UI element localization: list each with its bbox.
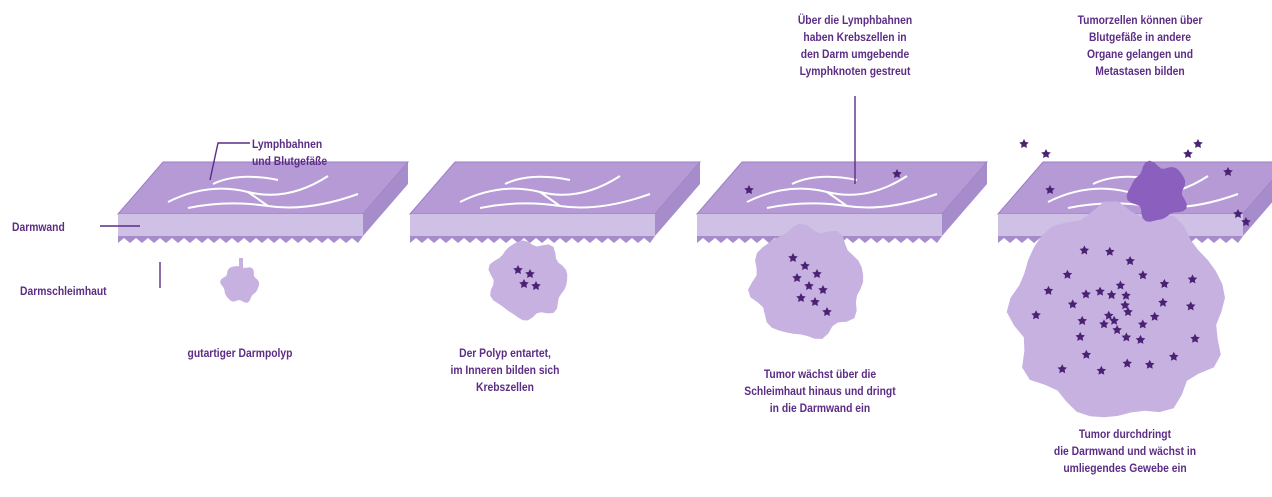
mucosa-layer xyxy=(118,236,363,243)
intestine-segment-4 xyxy=(998,139,1272,417)
intestine-segment-1 xyxy=(118,162,408,303)
caption-stage-3-lymph-spread: Über die Lymphbahnen haben Krebszellen i… xyxy=(760,12,949,80)
intestinal-wall-front xyxy=(410,214,655,236)
caption-stage-1: gutartiger Darmpolyp xyxy=(154,345,326,362)
intestine-segment-3 xyxy=(697,162,987,339)
benign-polyp xyxy=(220,266,259,303)
intestinal-wall-front xyxy=(118,214,363,236)
invasive-tumor xyxy=(748,224,863,339)
mucosa-layer xyxy=(410,236,655,243)
label-intestinal-wall: Darmwand xyxy=(12,219,65,236)
caption-stage-2: Der Polyp entartet, im Inneren bilden si… xyxy=(419,345,591,396)
metastatic-cell xyxy=(1041,149,1051,158)
caption-stage-4-metastasis: Tumorzellen können über Blutgefäße in an… xyxy=(1045,12,1234,80)
label-mucosa: Darmschleimhaut xyxy=(20,283,107,300)
degenerating-polyp xyxy=(488,240,567,320)
metastatic-cell xyxy=(1193,139,1203,148)
intestine-segment-2 xyxy=(410,162,700,320)
metastatic-cell xyxy=(1019,139,1029,148)
label-lymph-vessels: Lymphbahnen und Blutgefäße xyxy=(252,136,327,170)
intestinal-wall-front xyxy=(697,214,942,236)
caption-stage-4: Tumor durchdringt die Darmwand und wächs… xyxy=(1022,426,1228,477)
caption-stage-3: Tumor wächst über die Schleimhaut hinaus… xyxy=(717,366,923,417)
metastatic-cell xyxy=(1183,149,1193,158)
